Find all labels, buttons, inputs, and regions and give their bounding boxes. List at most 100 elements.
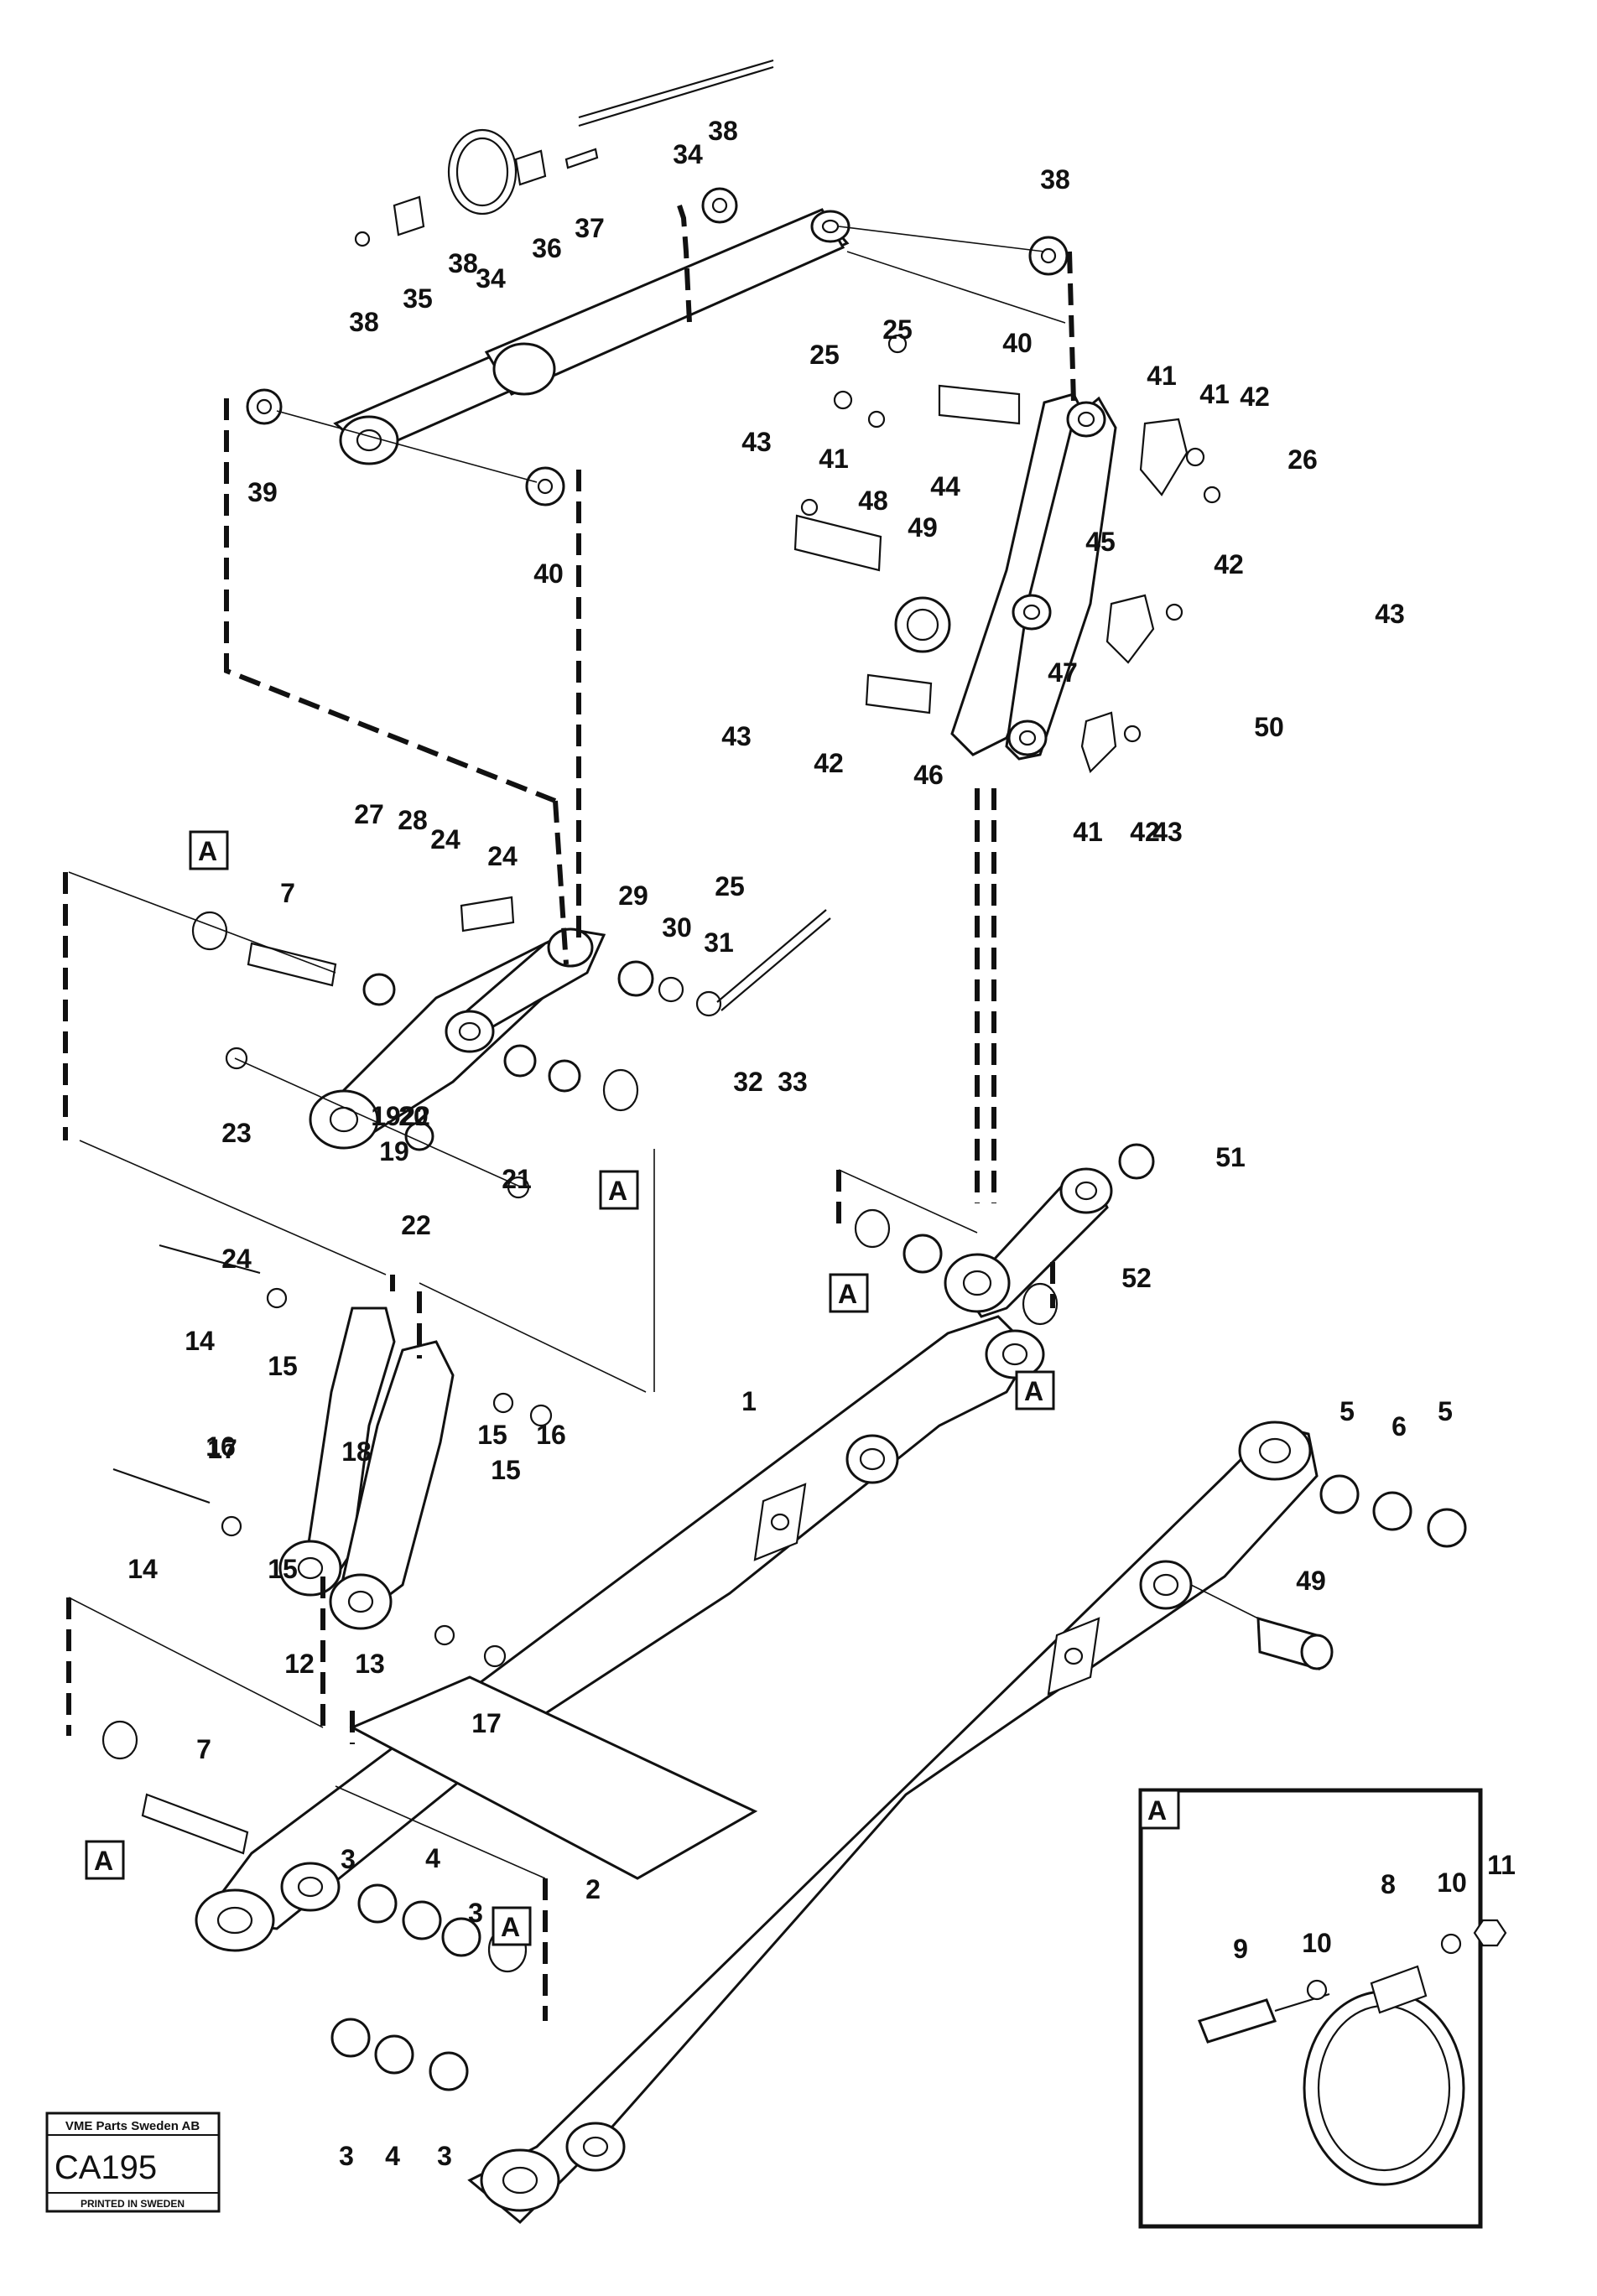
part-callout-40: 40 bbox=[533, 558, 564, 589]
part-callout-15: 15 bbox=[268, 1554, 298, 1584]
lift-arm-frame bbox=[195, 1315, 1319, 2225]
part-callout-27: 27 bbox=[354, 799, 384, 829]
part-callout-3: 3 bbox=[341, 1844, 356, 1874]
part-callout-41: 41 bbox=[1147, 361, 1177, 391]
section-marker-a: A bbox=[492, 1906, 532, 1946]
part-callout-21: 21 bbox=[502, 1164, 532, 1194]
part-callout-31: 31 bbox=[704, 927, 734, 958]
part-callout-37: 37 bbox=[575, 213, 605, 243]
part-callout-15: 15 bbox=[491, 1455, 521, 1485]
part-callout-48: 48 bbox=[858, 486, 888, 516]
company-name: VME Parts Sweden AB bbox=[65, 2119, 200, 2133]
part-callout-38: 38 bbox=[1040, 164, 1070, 195]
part-callout-39: 39 bbox=[247, 477, 278, 507]
part-callout-36: 36 bbox=[532, 233, 562, 263]
part-callout-19: 19 bbox=[371, 1101, 401, 1131]
part-callout-52: 52 bbox=[1121, 1263, 1152, 1293]
part-callout-33: 33 bbox=[778, 1067, 808, 1097]
lower-link-48 bbox=[836, 1143, 1155, 1326]
bushings bbox=[330, 1474, 1467, 2091]
part-callout-12: 12 bbox=[284, 1649, 315, 1679]
detail-callout-10: 10 bbox=[1437, 1867, 1467, 1898]
part-callout-23: 23 bbox=[221, 1118, 252, 1148]
part-callout-41: 41 bbox=[1199, 379, 1230, 409]
part-callout-28: 28 bbox=[398, 805, 428, 835]
part-callout-43: 43 bbox=[721, 721, 752, 751]
part-callout-34: 34 bbox=[476, 263, 506, 293]
detail-callouts: 8 9 10 10 11 bbox=[1233, 1850, 1516, 1964]
part-callout-2: 2 bbox=[585, 1874, 601, 1904]
part-callout-24: 24 bbox=[487, 841, 518, 871]
upper-link-assembly bbox=[677, 205, 1221, 1203]
part-callout-4: 4 bbox=[385, 2141, 400, 2171]
drawing-code: CA195 bbox=[55, 2149, 157, 2186]
detail-callout-8: 8 bbox=[1381, 1869, 1396, 1899]
svg-text:A: A bbox=[501, 1912, 520, 1942]
detail-callout-11: 11 bbox=[1487, 1850, 1516, 1880]
part-callout-38: 38 bbox=[708, 116, 738, 146]
section-marker-a: A bbox=[599, 1170, 639, 1210]
title-block: VME Parts Sweden AB CA195 PRINTED IN SWE… bbox=[45, 2112, 221, 2213]
part-callout-29: 29 bbox=[618, 880, 648, 911]
part-callout-43: 43 bbox=[1152, 817, 1183, 847]
part-callout-20: 20 bbox=[398, 1101, 429, 1131]
section-marker-a: A bbox=[189, 830, 229, 870]
part-callout-41: 41 bbox=[819, 444, 849, 474]
part-callout-42: 42 bbox=[1240, 382, 1270, 412]
part-callout-45: 45 bbox=[1085, 527, 1116, 557]
part-callout-34: 34 bbox=[673, 139, 703, 169]
part-callout-17: 17 bbox=[471, 1708, 502, 1738]
print-footer: PRINTED IN SWEDEN bbox=[81, 2198, 185, 2210]
svg-text:A: A bbox=[838, 1279, 857, 1309]
part-callout-49: 49 bbox=[1296, 1566, 1326, 1596]
detail-view-a: A bbox=[1138, 1788, 1507, 2229]
part-callout-44: 44 bbox=[930, 471, 960, 501]
section-marker-a: A bbox=[85, 1840, 125, 1880]
part-callout-47: 47 bbox=[1048, 657, 1078, 688]
part-callout-35: 35 bbox=[403, 283, 433, 314]
part-callout-22: 22 bbox=[400, 1101, 430, 1131]
hydraulic-cylinder bbox=[246, 59, 1069, 506]
part-callout-51: 51 bbox=[1215, 1142, 1246, 1172]
part-callout-43: 43 bbox=[1375, 599, 1405, 629]
part-callout-18: 18 bbox=[341, 1436, 372, 1467]
part-callout-25: 25 bbox=[882, 314, 913, 345]
part-callout-30: 30 bbox=[662, 912, 692, 943]
part-callout-13: 13 bbox=[355, 1649, 385, 1679]
part-callout-1: 1 bbox=[741, 1386, 757, 1416]
svg-text:A: A bbox=[608, 1176, 627, 1206]
detail-view-label: A bbox=[1147, 1795, 1167, 1826]
part-callout-26: 26 bbox=[1287, 444, 1318, 475]
part-callout-19: 19 bbox=[379, 1136, 409, 1166]
part-callout-4: 4 bbox=[425, 1843, 440, 1873]
section-marker-a: A bbox=[829, 1273, 869, 1313]
part-callout-3: 3 bbox=[437, 2141, 452, 2171]
part-callout-5: 5 bbox=[1340, 1396, 1355, 1426]
part-callout-24: 24 bbox=[221, 1244, 252, 1274]
part-callout-46: 46 bbox=[913, 760, 944, 790]
part-callout-17: 17 bbox=[207, 1434, 237, 1464]
part-callout-49: 49 bbox=[908, 512, 938, 543]
svg-text:A: A bbox=[198, 836, 217, 866]
part-callout-41: 41 bbox=[1073, 817, 1103, 847]
part-callout-14: 14 bbox=[185, 1326, 215, 1356]
part-callout-3: 3 bbox=[468, 1898, 483, 1928]
part-callout-38: 38 bbox=[349, 307, 379, 337]
part-callout-24: 24 bbox=[430, 824, 460, 855]
lever-assembly bbox=[63, 398, 831, 1392]
part-callout-50: 50 bbox=[1254, 712, 1284, 742]
part-callout-40: 40 bbox=[1002, 328, 1033, 358]
detail-callout-9: 9 bbox=[1233, 1934, 1248, 1964]
part-callout-6: 6 bbox=[1392, 1411, 1407, 1441]
svg-text:A: A bbox=[1024, 1376, 1043, 1406]
part-callout-25: 25 bbox=[715, 871, 745, 901]
part-callout-42: 42 bbox=[1130, 817, 1160, 847]
part-callout-22: 22 bbox=[401, 1210, 431, 1240]
part-callout-15: 15 bbox=[268, 1351, 298, 1381]
detail-callout-10: 10 bbox=[1302, 1928, 1332, 1958]
part-callout-42: 42 bbox=[1214, 549, 1244, 579]
part-callout-43: 43 bbox=[741, 427, 772, 457]
part-callout-7: 7 bbox=[280, 878, 295, 908]
